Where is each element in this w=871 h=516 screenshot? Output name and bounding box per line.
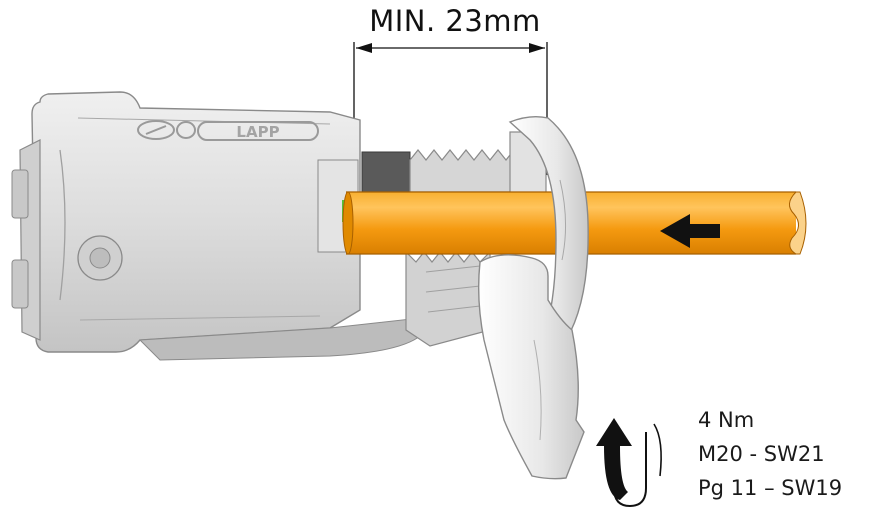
m20-spec: M20 - SW21	[698, 442, 825, 466]
seal-insert-top	[361, 151, 411, 193]
torque-spec: 4 Nm	[698, 408, 755, 432]
pg11-spec: Pg 11 – SW19	[698, 476, 843, 500]
left-arrow-icon	[660, 214, 720, 248]
connector-housing: LAPP	[11, 91, 421, 361]
dimension-arrowhead-right	[529, 43, 545, 53]
brand-logo-text: LAPP	[236, 123, 279, 141]
dimension-arrowhead-left	[356, 43, 372, 53]
threaded-gland	[405, 131, 547, 347]
rotation-arrow-icon	[596, 418, 662, 508]
dimension-label: MIN. 23mm	[369, 4, 541, 38]
cable-cut-end	[789, 191, 807, 255]
locknut-flange	[477, 115, 589, 480]
brand-logo: LAPP	[137, 120, 319, 141]
